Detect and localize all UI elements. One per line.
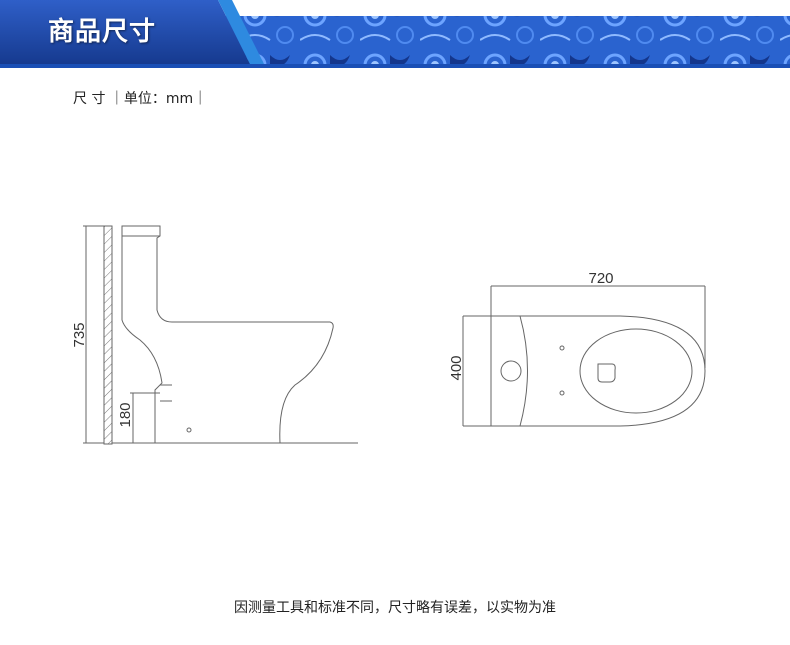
flush-button xyxy=(500,360,522,382)
top-length-label: 720 xyxy=(588,270,613,287)
top-width-label: 400 xyxy=(448,355,465,380)
top-view-bowl xyxy=(520,315,706,427)
page-title: 商品尺寸 xyxy=(48,17,157,47)
top-view-seat xyxy=(579,328,693,414)
dimension-unit-note: 尺 寸 ｜单位：mm｜ xyxy=(73,91,208,107)
measurement-disclaimer: 因测量工具和标准不同，尺寸略有误差，以实物为准 xyxy=(234,600,556,616)
side-outlet-label: 180 xyxy=(117,402,134,427)
side-view-tank xyxy=(121,225,334,444)
side-height-label: 735 xyxy=(71,322,88,347)
wall-hatch xyxy=(103,225,113,445)
top-view-tank xyxy=(490,315,528,427)
side-view-body xyxy=(121,230,163,443)
header-banner xyxy=(0,0,790,68)
